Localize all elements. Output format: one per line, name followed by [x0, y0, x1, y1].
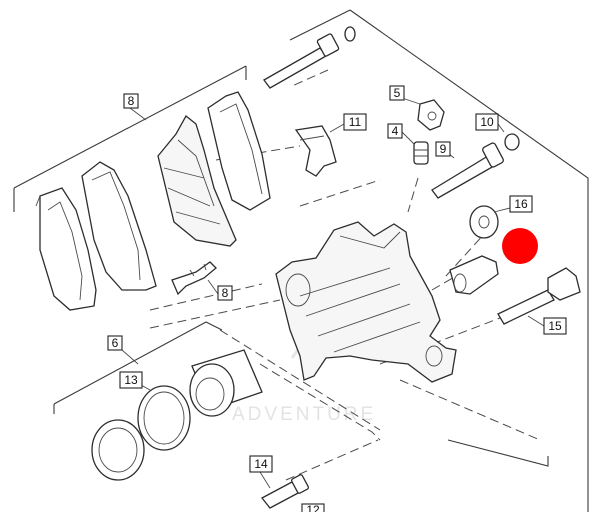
- frame-lines: [13, 9, 589, 512]
- callout-16: 16: [509, 195, 533, 213]
- callout-9: 9: [435, 141, 451, 157]
- callout-6-text: 6: [112, 336, 119, 350]
- piston-seal: [137, 385, 191, 451]
- callout-15: 15: [543, 317, 567, 335]
- dust-seal: [91, 419, 145, 481]
- caliper-bolt: [497, 267, 581, 325]
- brake-pad-rear: [207, 91, 271, 211]
- callout-9-text: 9: [440, 142, 447, 156]
- bleed-cap: [417, 99, 445, 131]
- pin-cap: [504, 133, 520, 151]
- brake-pad-inner: [81, 161, 157, 291]
- lower-bleed-screw: [261, 474, 309, 509]
- callout-10: 10: [475, 113, 499, 131]
- callout-8-upper: 8: [123, 93, 139, 109]
- pad-shim: [157, 115, 237, 247]
- caliper-body: [275, 221, 457, 383]
- callout-5-text: 5: [394, 86, 401, 100]
- callout-13-text: 13: [124, 373, 138, 387]
- callout-14: 14: [249, 455, 273, 473]
- bushing: [449, 255, 499, 295]
- callout-11-text: 11: [349, 115, 362, 129]
- callout-15-text: 15: [548, 319, 562, 333]
- callout-5: 5: [389, 85, 405, 101]
- brake-pad-outer: [35, 187, 97, 311]
- callout-4-text: 4: [392, 124, 399, 138]
- callout-6: 6: [107, 335, 123, 351]
- piston: [189, 349, 263, 417]
- pad-spring: [171, 261, 217, 296]
- callout-11: 11: [343, 113, 367, 131]
- red-marker: [502, 228, 538, 264]
- callout-10-text: 10: [480, 115, 494, 129]
- callout-14-text: 14: [254, 457, 268, 471]
- callout-8-lower-text: 8: [222, 286, 229, 300]
- washer: [469, 205, 499, 239]
- upper-pin: [263, 26, 356, 89]
- callout-13: 13: [119, 371, 143, 389]
- callout-12: 12: [301, 503, 325, 512]
- callout-12-text: 12: [306, 503, 320, 512]
- callout-8-upper-text: 8: [128, 94, 135, 108]
- callout-4: 4: [387, 123, 403, 139]
- watermark-text: ADVENTURE: [232, 404, 376, 425]
- bleed-screw: [413, 141, 429, 165]
- callout-16-text: 16: [514, 197, 528, 211]
- callout-8-lower: 8: [217, 285, 233, 301]
- slide-pin: [431, 142, 504, 199]
- retaining-clip: [294, 125, 337, 177]
